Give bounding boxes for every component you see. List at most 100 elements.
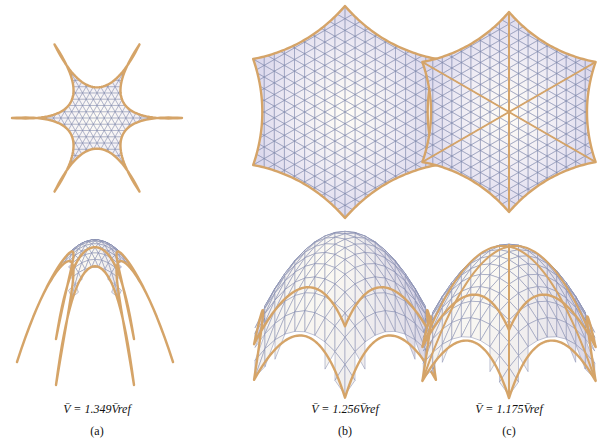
grid-cell [305,147,315,159]
grid-cell [335,118,345,130]
grid-cell [83,24,90,30]
grid-cell [72,199,79,205]
grid-cell [187,112,194,118]
grid-cell [137,131,144,137]
grid-cell [104,87,111,93]
grid-cell [305,199,315,211]
grid-cell [345,48,355,60]
grid-cell [315,36,325,48]
grid-cell [97,105,104,111]
grid-cell [184,112,191,118]
grid-cell [158,156,165,162]
grid-cell [254,36,264,48]
grid-cell [46,199,53,205]
grid-cell [244,106,254,118]
grid-cell [140,105,147,111]
grid-cell [14,137,21,143]
grid-cell [57,143,64,149]
grid-cell [305,60,315,72]
grid-cell [155,137,162,143]
grid-cell [155,162,162,168]
grid-cell [144,174,151,180]
grid-cell [75,199,82,205]
grid-cell [43,124,50,130]
grid-cell [254,194,264,206]
grid-cell [158,174,165,180]
grid-cell [104,124,111,130]
grid-cell [355,0,365,7]
grid-cell [155,49,162,55]
grid-cell [86,124,93,130]
grid-cell [148,131,155,137]
grid-cell [18,124,25,130]
grid-cell [244,176,254,188]
grid-cell [10,105,17,111]
grid-cell [133,80,140,86]
grid-cell [115,124,122,130]
grid-cell [176,99,183,105]
grid-cell [43,87,50,93]
grid-cell [365,199,375,211]
grid-cell [284,30,294,42]
grid-cell [234,65,244,77]
grid-cell [166,99,173,105]
grid-cell [83,181,90,187]
grid-cell [32,43,39,49]
grid-cell [137,68,144,74]
grid-cell [345,89,355,101]
grid-cell [32,131,39,137]
grid-cell [104,193,111,199]
grid-cell [140,199,147,205]
grid-cell [75,187,82,193]
grid-cell [39,93,46,99]
grid-cell [79,168,86,174]
grid-cell [173,68,180,74]
grid-cell [234,54,244,66]
grid-cell [166,156,173,162]
grid-cell [158,43,165,49]
grid-cell [335,141,345,153]
grid-cell [137,93,144,99]
grid-cell [169,87,176,93]
grid-cell [355,159,365,171]
grid-cell [158,55,165,61]
grid-cell [244,170,254,182]
grid-cell [36,162,43,168]
grid-cell [14,149,21,155]
grid-cell [28,43,35,49]
grid-cell [176,137,183,143]
grid-cell [166,143,173,149]
grid-cell [46,149,53,155]
grid-cell [21,74,28,80]
grid-cell [75,143,82,149]
grid-cell [64,87,71,93]
grid-cell [264,36,274,48]
grid-cell [305,95,315,107]
grid-cell [144,149,151,155]
grid-cell [39,193,46,199]
grid-cell [101,193,108,199]
grid-cell [21,124,28,130]
grid-cell [79,24,86,30]
grid-cell [61,199,68,205]
grid-cell [10,143,17,149]
grid-cell [36,168,43,174]
grid-cell [345,159,355,171]
grid-cell [83,137,90,143]
grid-cell [90,74,97,80]
grid-cell [274,77,284,89]
grid-cell [14,156,21,162]
grid-cell [305,211,315,223]
grid-cell [93,18,100,24]
grid-cell [104,137,111,143]
grid-cell [119,118,126,124]
grid-cell [176,68,183,74]
grid-cell [166,174,173,180]
grid-cell [187,131,194,137]
grid-cell [315,118,325,130]
grid-cell [86,174,93,180]
grid-cell [133,156,140,162]
grid-cell [295,211,305,223]
grid-cell [355,36,365,48]
grid-cell [104,62,111,68]
